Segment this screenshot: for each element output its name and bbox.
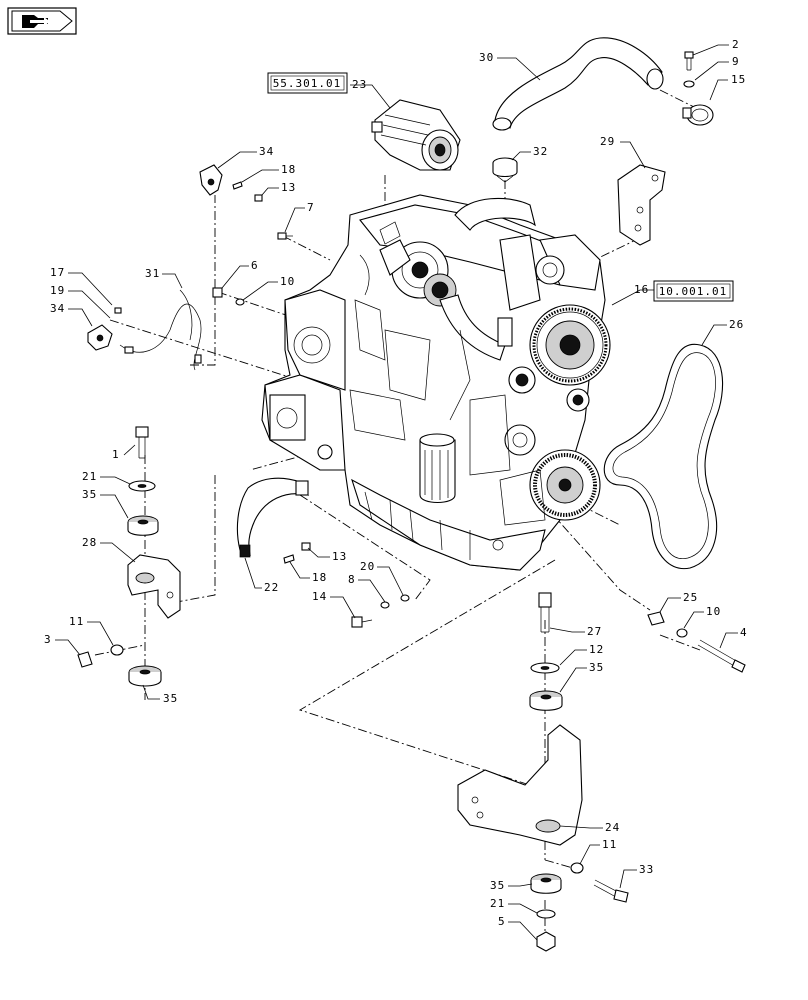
callout-16: 16	[634, 283, 649, 296]
callout-7: 7	[307, 201, 315, 214]
callout-11-left: 11	[69, 615, 84, 628]
callout-5: 5	[498, 915, 506, 928]
callout-33: 33	[639, 863, 654, 876]
callout-31: 31	[145, 267, 160, 280]
left-mount	[77, 426, 181, 687]
callout-35-d: 35	[490, 879, 505, 892]
callout-13-mid: 13	[332, 550, 347, 563]
spacer-25	[647, 611, 746, 673]
callout-19: 19	[50, 284, 65, 297]
callout-10-top: 10	[280, 275, 295, 288]
callout-6: 6	[251, 259, 259, 272]
callout-35-b: 35	[163, 692, 178, 705]
engine-block	[261, 194, 611, 571]
front-pulley	[529, 304, 611, 386]
callout-30: 30	[479, 51, 494, 64]
callout-27: 27	[587, 625, 602, 638]
callout-8: 8	[348, 573, 356, 586]
turbocharger	[379, 239, 457, 307]
callout-35-c: 35	[589, 661, 604, 674]
callout-32: 32	[533, 145, 548, 158]
callout-15: 15	[731, 73, 746, 86]
sensor-34-top	[199, 164, 223, 196]
callout-26: 26	[729, 318, 744, 331]
callout-2: 2	[732, 38, 740, 51]
reference-label: 10.001.01	[659, 285, 728, 298]
callout-13-top: 13	[281, 181, 296, 194]
reference-box-engine[interactable]: 10.001.01	[653, 280, 734, 302]
callout-numbers: 2 9 15 30 23 32 29 34 18 13 7 6 10 17 19…	[44, 38, 748, 928]
callout-21-right: 21	[490, 897, 505, 910]
callout-18-mid: 18	[312, 571, 327, 584]
callout-14: 14	[312, 590, 327, 603]
hose-clamp	[492, 157, 518, 183]
right-mount	[457, 592, 629, 952]
oil-filter	[419, 433, 456, 504]
callout-20: 20	[360, 560, 375, 573]
callout-18-top: 18	[281, 163, 296, 176]
alternator	[371, 99, 461, 171]
small-parts-2	[283, 542, 410, 628]
callout-29: 29	[600, 135, 615, 148]
reference-box-electrical[interactable]: 55.301.01	[267, 72, 348, 94]
bracket-29	[617, 164, 666, 246]
heat-shield	[236, 477, 310, 558]
washer-9	[683, 80, 695, 88]
bolt-2	[684, 51, 694, 71]
intake-hose	[492, 37, 664, 131]
small-parts	[87, 181, 293, 371]
callout-3: 3	[44, 633, 52, 646]
lower-gear	[529, 449, 601, 521]
callout-17: 17	[50, 266, 65, 279]
callout-10-right: 10	[706, 605, 721, 618]
leader-lines	[55, 44, 738, 941]
callout-25: 25	[683, 591, 698, 604]
callout-9: 9	[732, 55, 740, 68]
callout-22: 22	[264, 581, 279, 594]
callout-11-right: 11	[602, 838, 617, 851]
callout-34-left: 34	[50, 302, 65, 315]
callout-12: 12	[589, 643, 604, 656]
callout-21-left: 21	[82, 470, 97, 483]
clamp-15	[682, 104, 714, 126]
callout-24: 24	[605, 821, 620, 834]
bookmark-arrow-icon[interactable]	[7, 7, 77, 35]
callout-1: 1	[112, 448, 120, 461]
callout-35-a: 35	[82, 488, 97, 501]
callout-34-top: 34	[259, 145, 274, 158]
callout-4: 4	[740, 626, 748, 639]
callout-23: 23	[352, 78, 367, 91]
callout-28: 28	[82, 536, 97, 549]
reference-label: 55.301.01	[273, 77, 342, 90]
drive-belt	[603, 343, 724, 570]
